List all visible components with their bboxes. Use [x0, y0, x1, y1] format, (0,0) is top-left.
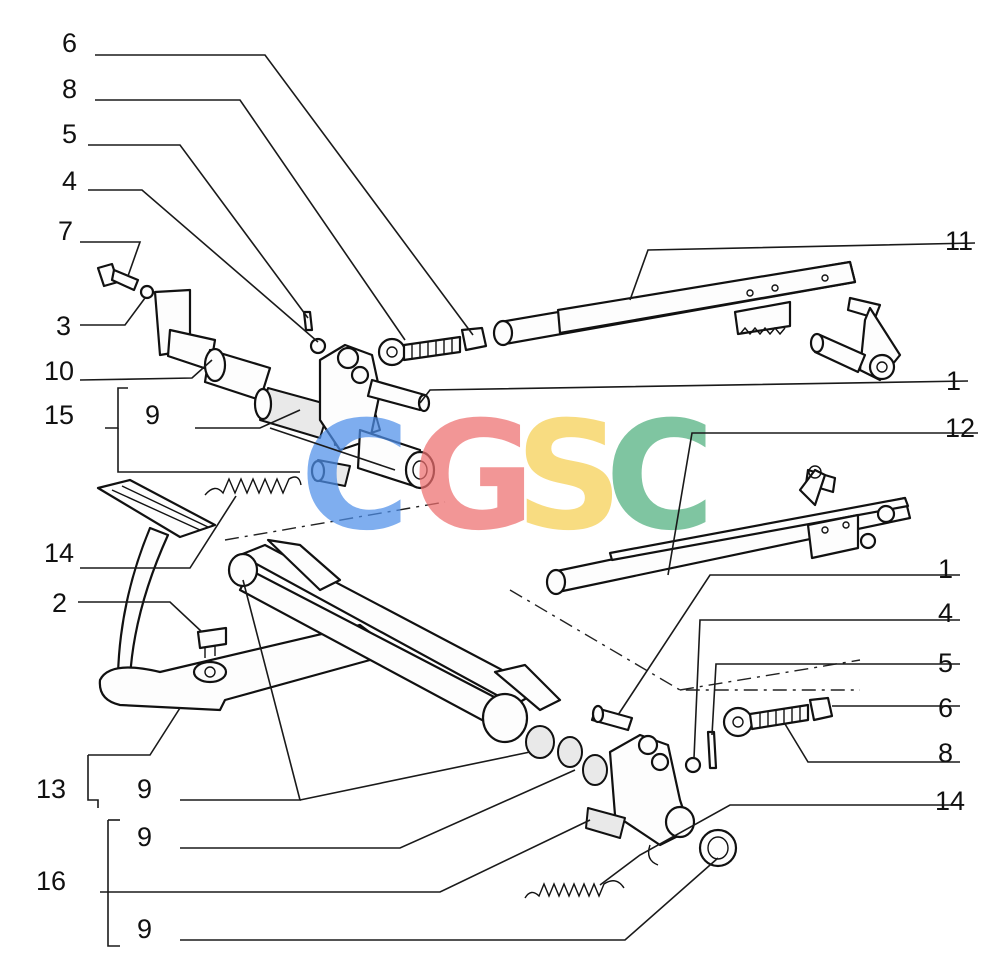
- part-lever-assembly-lower: [585, 704, 696, 866]
- part-main-shaft: [227, 538, 562, 744]
- label-part-5-right: 5: [938, 648, 953, 678]
- part-lever-assembly-upper: [310, 343, 436, 490]
- label-part-9-b: 9: [137, 774, 152, 804]
- label-part-1-mid: 1: [938, 554, 953, 584]
- leader-lines: [78, 54, 978, 947]
- label-part-11: 11: [945, 226, 973, 256]
- label-part-8-right: 8: [938, 738, 953, 768]
- watermark-letter-s: S: [515, 390, 623, 564]
- label-part-14-right: 14: [935, 786, 965, 816]
- part-spring-lower: [524, 880, 625, 899]
- watermark-letter-c2: C: [605, 390, 715, 564]
- label-part-10: 10: [44, 356, 74, 386]
- label-part-9-d: 9: [137, 914, 152, 944]
- label-part-4-right: 4: [938, 598, 953, 628]
- label-part-9-a: 9: [145, 400, 160, 430]
- label-part-8-top: 8: [62, 74, 77, 104]
- label-part-14-top: 14: [44, 538, 74, 568]
- watermark-letter-c1: C: [300, 390, 410, 564]
- label-part-3: 3: [56, 311, 71, 341]
- part-rod-lower: [545, 465, 912, 596]
- part-spring-upper: [204, 476, 302, 496]
- label-part-16: 16: [36, 866, 66, 896]
- label-part-2: 2: [52, 588, 67, 618]
- label-part-5-top: 5: [62, 119, 77, 149]
- label-part-12: 12: [945, 413, 975, 443]
- part-bolt-upper: [302, 310, 488, 367]
- part-bolt-lower: [684, 696, 834, 774]
- label-part-15: 15: [44, 400, 74, 430]
- label-part-13: 13: [36, 774, 66, 804]
- label-part-4-top: 4: [62, 166, 77, 196]
- part-bushings-lower: [525, 725, 738, 868]
- label-part-9-c: 9: [137, 822, 152, 852]
- center-lines: [224, 501, 861, 691]
- part-rod-upper: [492, 260, 857, 347]
- label-part-6-right: 6: [938, 693, 953, 723]
- watermark-cgsc: C G S C: [300, 390, 715, 564]
- part-bolt-7: [96, 262, 155, 300]
- part-number-labels: 6 8 5 4 7 3 10 15 9 14 2 13 9 9 16 9 11 …: [36, 28, 975, 944]
- label-part-1-top: 1: [946, 366, 961, 396]
- watermark-letter-g: G: [412, 390, 535, 564]
- part-lever-upper-right: [809, 296, 902, 382]
- parts-drawing: [96, 260, 912, 899]
- label-part-6-top: 6: [62, 28, 77, 58]
- label-part-7: 7: [58, 216, 73, 246]
